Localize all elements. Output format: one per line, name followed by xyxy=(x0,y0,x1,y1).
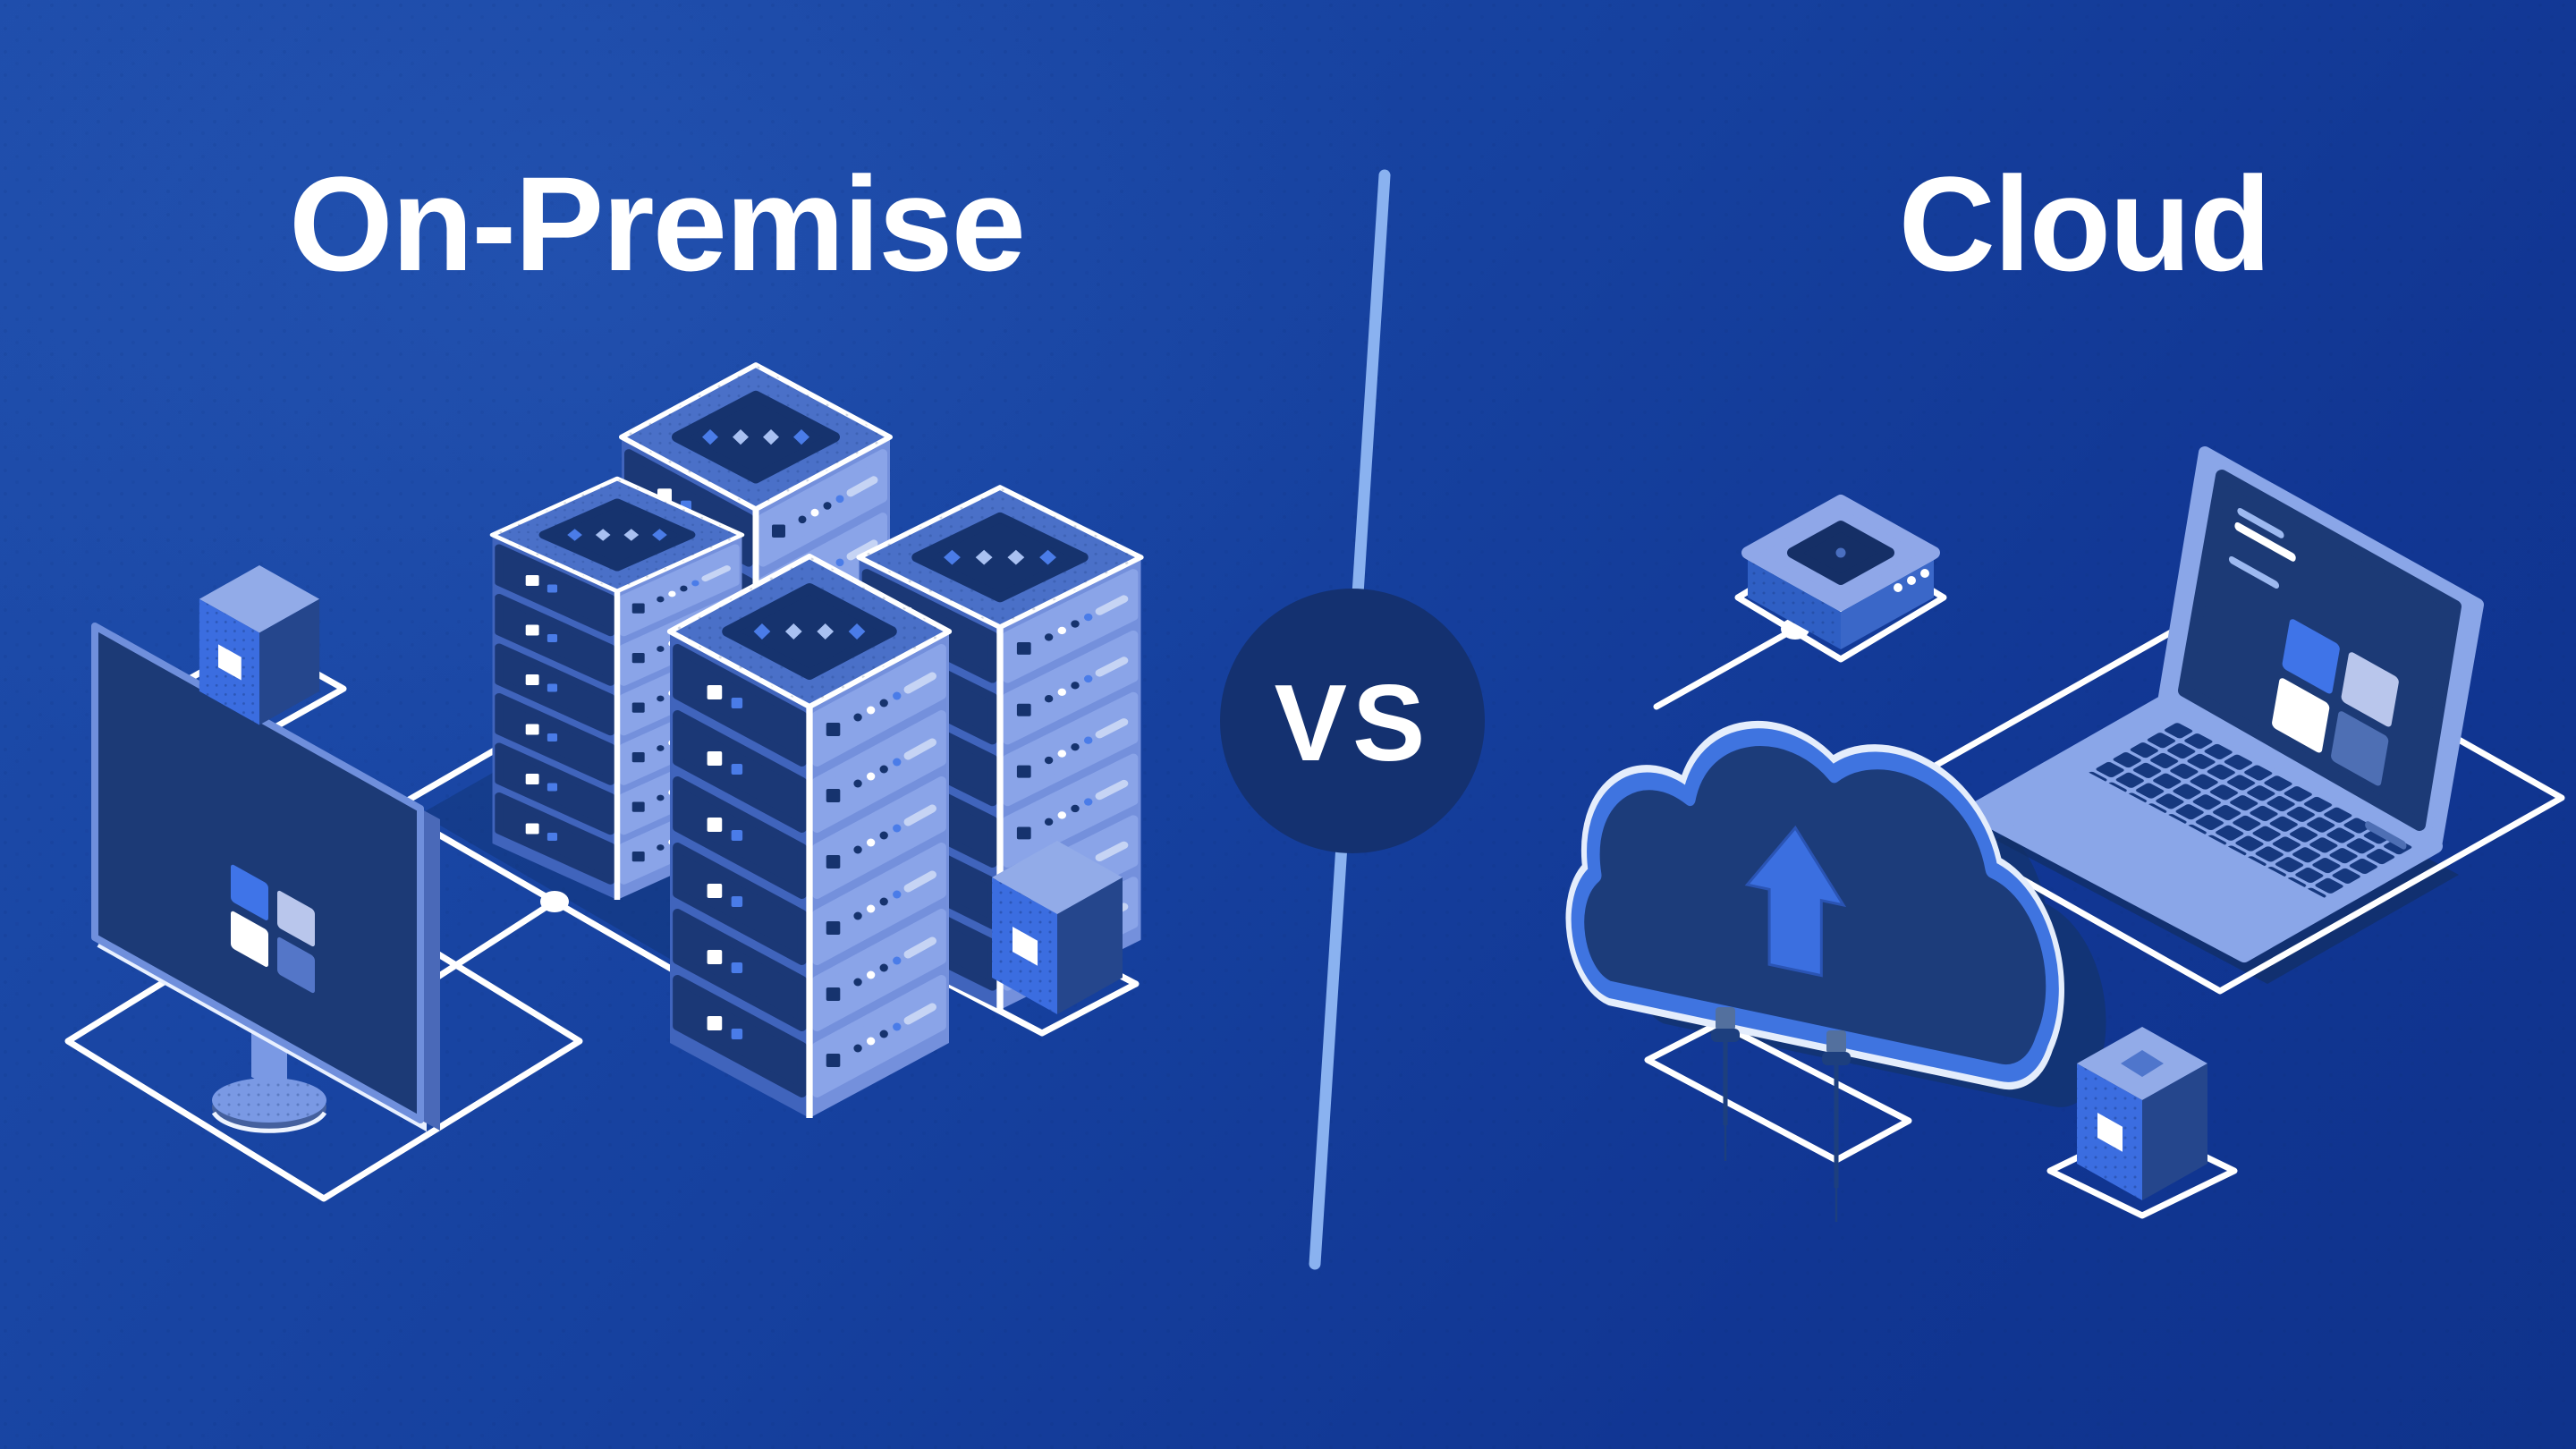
connector-line xyxy=(1653,625,1799,710)
ground-diamond-outline xyxy=(1875,601,2565,995)
monitor-screen-widgets xyxy=(231,864,315,994)
upload-arrow-icon xyxy=(1747,818,1843,980)
vs-badge: VS xyxy=(1220,589,1485,853)
cloud-upload-icon xyxy=(1578,695,2053,1222)
monitor-screen xyxy=(91,623,424,1123)
monitor-icon xyxy=(91,623,440,1133)
storage-cube-icon xyxy=(992,841,1123,1014)
network-node xyxy=(540,891,569,912)
router-icon xyxy=(1741,495,1940,649)
vs-label: VS xyxy=(1275,662,1431,784)
power-plug-icon xyxy=(1822,1030,1851,1222)
on-premise-title: On-Premise xyxy=(289,148,1024,299)
cloud-side xyxy=(1578,446,2484,1222)
cloud-title: Cloud xyxy=(1899,148,2270,299)
on-premise-side xyxy=(91,365,1141,1133)
server-rack-icon xyxy=(670,556,949,1118)
laptop-screen-widgets xyxy=(2228,507,2407,850)
power-plug-icon xyxy=(1711,1007,1740,1161)
laptop-keyboard xyxy=(2088,721,2416,899)
storage-cube-icon xyxy=(199,565,320,725)
ground-plate-outline xyxy=(1644,1020,1912,1164)
storage-cube-icon xyxy=(2077,1027,2207,1200)
connector-line xyxy=(415,898,558,993)
